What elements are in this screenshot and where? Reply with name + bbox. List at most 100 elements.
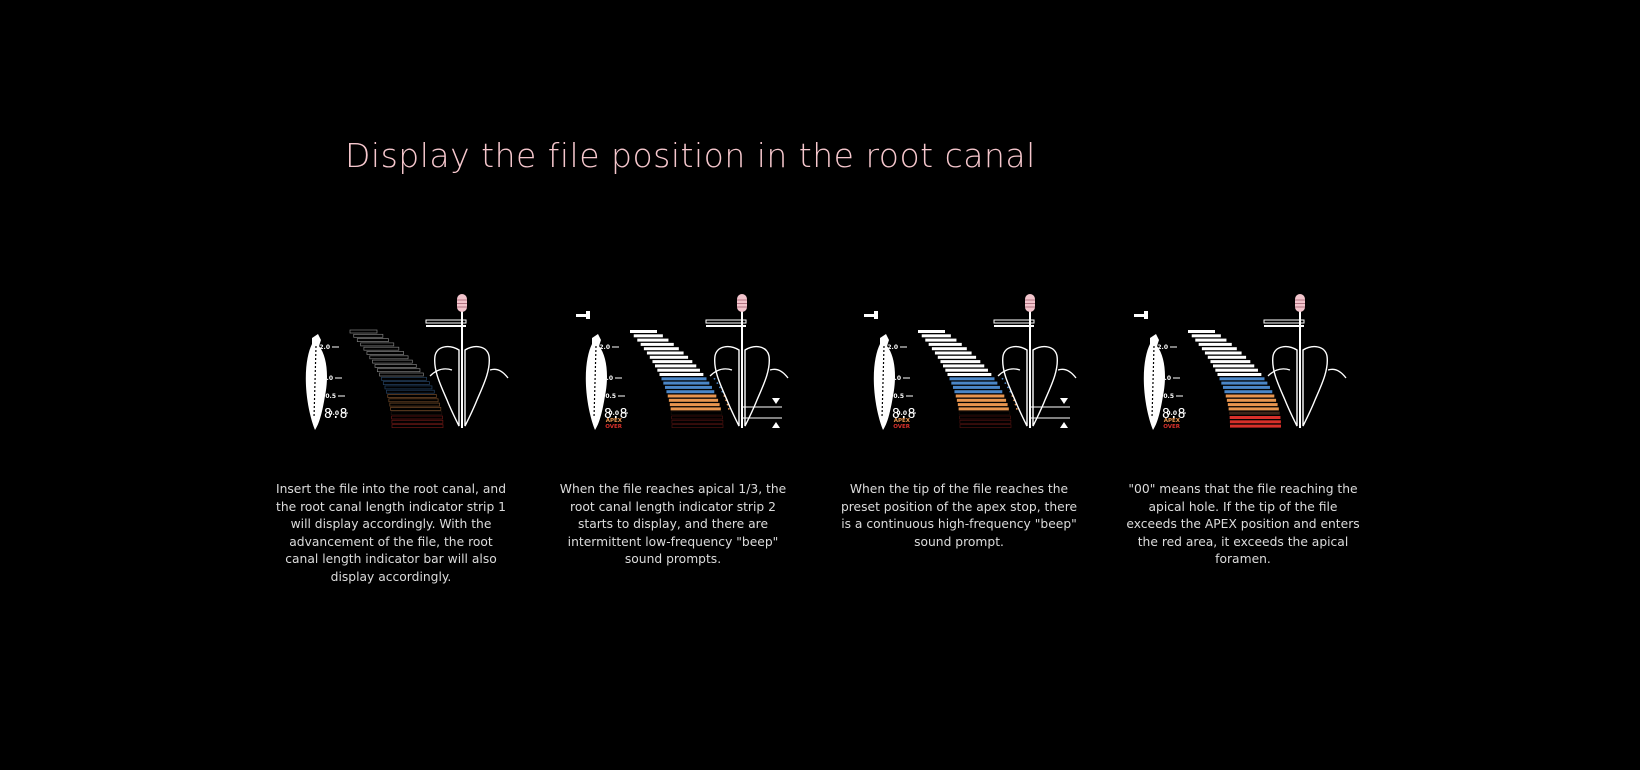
- length-segment: [959, 419, 1012, 424]
- length-segment: [654, 364, 697, 368]
- length-segment: [664, 385, 712, 389]
- length-segment: [1226, 398, 1277, 402]
- scale-label: 2.0: [1157, 344, 1168, 351]
- length-segment: [659, 373, 704, 376]
- length-segment: [1229, 411, 1280, 415]
- stop-bar: [426, 325, 466, 327]
- length-segment: [391, 415, 443, 420]
- length-segment: [955, 394, 1005, 398]
- arrow-down-icon: [772, 398, 780, 404]
- length-segment: [388, 398, 439, 403]
- length-segment: [374, 364, 417, 368]
- length-segment: [356, 338, 389, 342]
- length-segment: [940, 360, 981, 364]
- length-segment: [376, 368, 421, 373]
- length-segment: [921, 334, 951, 338]
- length-segment: [1212, 364, 1255, 368]
- length-segment: [1225, 394, 1275, 398]
- length-segment: [670, 407, 721, 411]
- length-segment: [387, 394, 437, 398]
- length-segment: [661, 377, 707, 381]
- length-segment: [1222, 385, 1270, 389]
- length-segment: [1217, 373, 1262, 376]
- description-apical-third: When the file reaches apical 1/3, the ro…: [559, 482, 787, 566]
- gum-line: [429, 368, 509, 379]
- length-segment: [1195, 338, 1227, 342]
- scale-label: 0.5: [893, 393, 904, 400]
- apex-label: APEX: [1164, 418, 1181, 424]
- file-handle: [737, 294, 747, 312]
- arrow-down-icon: [1060, 398, 1068, 404]
- length-segment: [925, 338, 957, 342]
- length-segment: [360, 342, 395, 347]
- clip-icon: [576, 311, 590, 319]
- length-segment: [369, 355, 409, 360]
- length-segment: [956, 398, 1007, 402]
- length-segment: [1215, 368, 1258, 372]
- progress-dot: [1001, 377, 1004, 380]
- length-segment: [643, 347, 679, 351]
- arrow-up-icon: [1060, 422, 1068, 428]
- length-segment: [671, 419, 724, 424]
- page-title: Display the file position in the root ca…: [345, 136, 1036, 175]
- gum-line: [709, 368, 789, 379]
- progress-dot: [719, 386, 721, 389]
- length-segment: [952, 385, 1000, 389]
- scale-label: 2.0: [887, 344, 898, 351]
- length-segment: [391, 419, 444, 424]
- progress-dot: [1015, 408, 1018, 410]
- length-segment: [363, 346, 400, 351]
- over-label: OVER: [605, 424, 623, 430]
- length-segment: [390, 407, 442, 411]
- length-segment: [1210, 360, 1251, 364]
- length-readout: 8.8: [892, 407, 915, 422]
- length-segment: [649, 355, 689, 359]
- rubber-stop: [993, 319, 1035, 324]
- length-segment: [663, 381, 710, 385]
- length-segment: [384, 385, 433, 390]
- length-segment: [390, 411, 443, 416]
- length-segment: [945, 368, 988, 372]
- file-handle: [1295, 294, 1305, 312]
- progress-dot: [1004, 382, 1007, 384]
- length-segment: [381, 376, 427, 381]
- progress-dot: [1007, 386, 1009, 389]
- length-segment: [1221, 381, 1268, 385]
- rubber-stop: [425, 319, 467, 324]
- description-apex-stop: When the tip of the file reaches the pre…: [840, 482, 1078, 549]
- file-handle: [1025, 294, 1035, 312]
- gum-line: [997, 368, 1077, 379]
- description-over-apex: "00" means that the file reaching the ap…: [1126, 482, 1360, 566]
- length-segment: [954, 390, 1003, 394]
- canal-line: [1151, 345, 1155, 419]
- length-segment: [391, 424, 444, 428]
- tooth-icon: [585, 334, 607, 430]
- stop-bar: [706, 325, 746, 327]
- length-segment: [1229, 416, 1281, 419]
- length-segment: [957, 403, 1008, 407]
- rubber-stop: [705, 319, 747, 324]
- length-segment: [949, 377, 995, 381]
- length-segment: [1191, 334, 1221, 338]
- length-segment: [671, 424, 724, 428]
- length-segment: [951, 381, 998, 385]
- length-segment: [1188, 330, 1215, 333]
- length-segment: [379, 372, 424, 377]
- length-segment: [1227, 403, 1278, 407]
- stop-bar: [994, 325, 1034, 327]
- progress-dot: [716, 382, 719, 384]
- canal-line: [593, 345, 597, 419]
- scale-label: 0.0: [328, 410, 339, 417]
- length-readout: 8.8: [324, 407, 347, 422]
- tooth-icon: [305, 334, 327, 430]
- length-segment: [958, 407, 1009, 411]
- length-segment: [1201, 347, 1237, 351]
- tooth-outline: [1001, 345, 1059, 427]
- length-segment: [1228, 407, 1279, 411]
- length-segment: [386, 389, 435, 394]
- file-handle: [457, 294, 467, 312]
